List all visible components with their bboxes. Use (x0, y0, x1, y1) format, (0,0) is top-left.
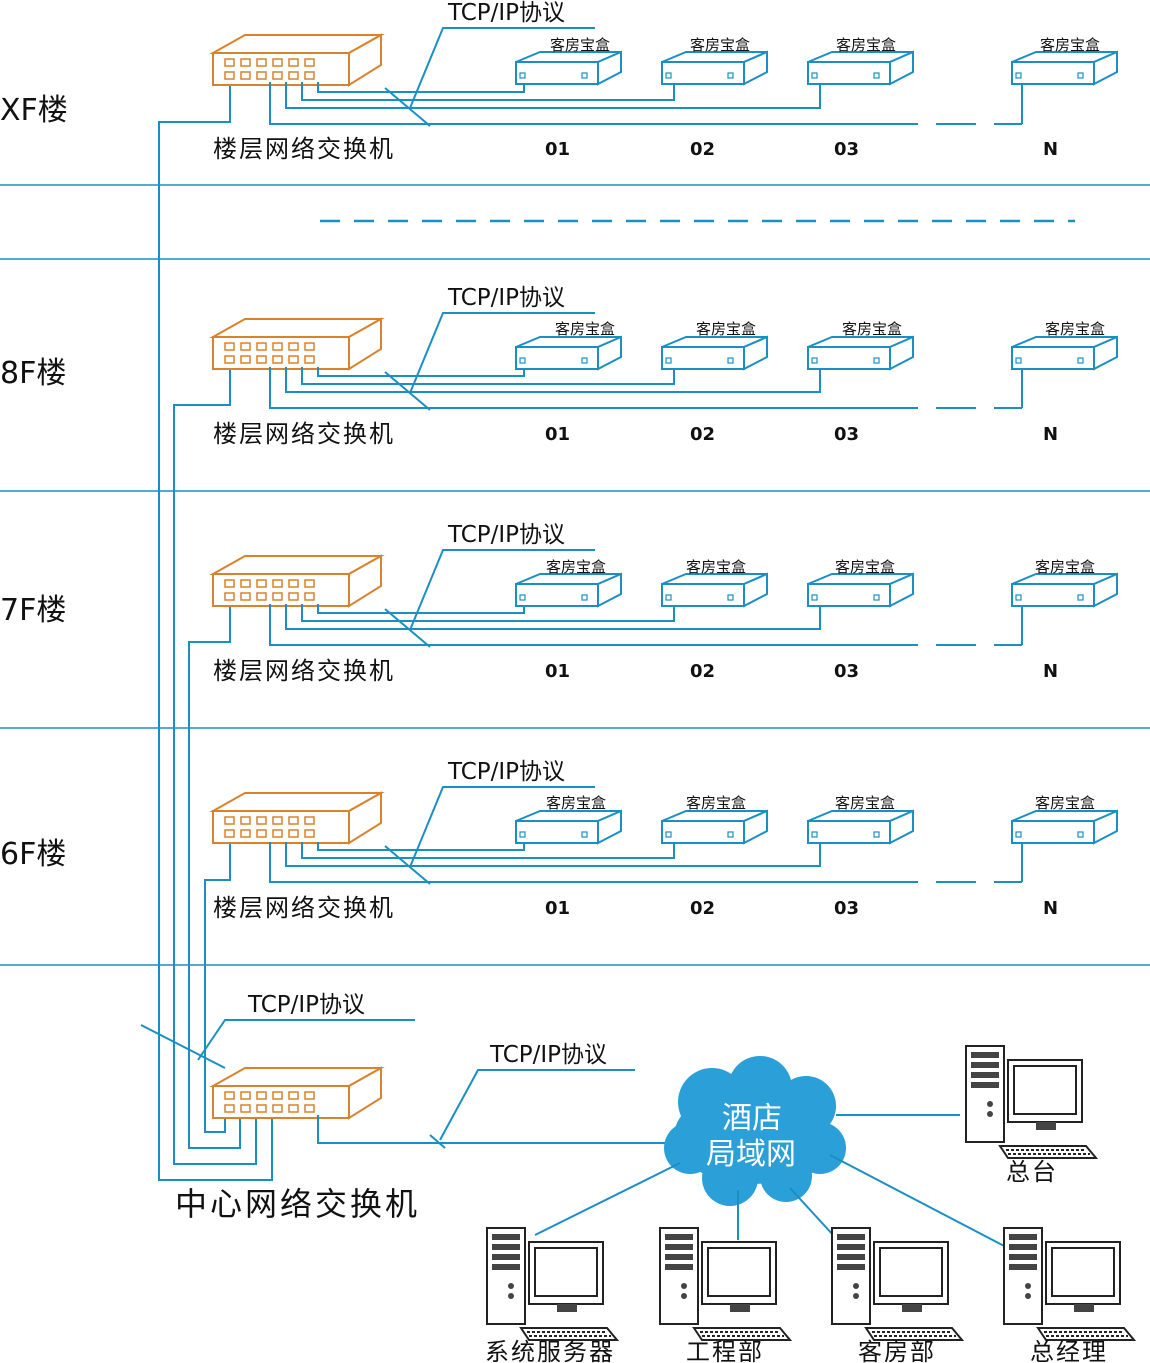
room-box-label: 客房宝盒 (1045, 320, 1105, 338)
room-box-label: 客房宝盒 (546, 794, 606, 812)
room-box-label: 客房宝盒 (555, 320, 615, 338)
computer-icon (965, 1045, 1097, 1159)
floor-6F: 6F楼 楼层网络交换机 TCP/IP协议 客房宝盒 客房宝盒 客房宝盒 客房宝盒… (0, 759, 1118, 922)
computer-icon (486, 1227, 618, 1341)
room-box-icon (515, 810, 622, 844)
room-box-label: 客房宝盒 (835, 794, 895, 812)
room-box-label: 客房宝盒 (686, 558, 746, 576)
floor-switch-icon (212, 555, 382, 607)
floor-switch-icon (212, 34, 382, 86)
computer-icon (831, 1227, 963, 1341)
room-number: N (1043, 661, 1058, 682)
room-box-label: 客房宝盒 (1035, 794, 1095, 812)
room-number: 02 (690, 898, 715, 919)
protocol-label: TCP/IP协议 (447, 522, 565, 548)
floor-label: 7F楼 (0, 593, 66, 628)
protocol-label: TCP/IP协议 (447, 285, 565, 311)
floor-label: 8F楼 (0, 356, 66, 391)
room-box-icon (1011, 51, 1118, 85)
floor-switch-icon (212, 792, 382, 844)
terminal-server: 系统服务器 (485, 1227, 618, 1363)
floor-switch-icon (212, 318, 382, 370)
room-number: 03 (834, 661, 859, 682)
room-number: 02 (690, 139, 715, 160)
room-box-icon (807, 51, 914, 85)
room-number: N (1043, 898, 1058, 919)
terminal-label: 总经理 (1030, 1338, 1108, 1363)
room-box-icon (661, 573, 768, 607)
room-box-icon (661, 51, 768, 85)
floor-8F: 8F楼 楼层网络交换机 TCP/IP协议 客房宝盒 客房宝盒 客房宝盒 客房宝盒… (0, 285, 1118, 448)
room-box-label: 客房宝盒 (1035, 558, 1095, 576)
room-box-icon (661, 810, 768, 844)
room-box-icon (515, 573, 622, 607)
room-number: 01 (545, 424, 570, 445)
room-number: 01 (545, 661, 570, 682)
room-box-icon (1011, 810, 1118, 844)
room-box-icon (515, 336, 622, 370)
terminal-label: 系统服务器 (485, 1338, 615, 1363)
room-box-label: 客房宝盒 (842, 320, 902, 338)
floor-switch-label: 楼层网络交换机 (213, 420, 395, 448)
floor-label: 6F楼 (0, 837, 66, 872)
floor-label: XF楼 (0, 93, 68, 128)
room-number: 01 (545, 139, 570, 160)
center-switch-icon (212, 1067, 382, 1119)
protocol-label: TCP/IP协议 (447, 0, 565, 26)
cloud-icon (664, 1056, 846, 1206)
room-number: 02 (690, 424, 715, 445)
center-section: TCP/IP协议 中心网络交换机 TCP/IP协议 (175, 992, 680, 1223)
terminal-label: 工程部 (686, 1338, 764, 1363)
room-number: 03 (834, 424, 859, 445)
terminal-engineering: 工程部 (659, 1227, 791, 1363)
room-number: 02 (690, 661, 715, 682)
lan-label-line2: 局域网 (706, 1137, 796, 1172)
room-number: 01 (545, 898, 570, 919)
room-box-icon (807, 573, 914, 607)
lan-cloud: 酒店 局域网 (664, 1056, 846, 1206)
room-box-icon (1011, 336, 1118, 370)
riser-cables (140, 80, 273, 1181)
room-box-label: 客房宝盒 (686, 794, 746, 812)
protocol-label: TCP/IP协议 (447, 759, 565, 785)
room-box-icon (515, 51, 622, 85)
room-number: N (1043, 424, 1058, 445)
floor-switch-label: 楼层网络交换机 (213, 135, 395, 163)
terminal-front-desk: 总台 (965, 1045, 1097, 1186)
room-box-label: 客房宝盒 (690, 36, 750, 54)
floor-XF: XF楼 楼层网络交换机 TCP/IP协议 客房宝盒 客房宝盒 客房宝盒 客房宝盒… (0, 0, 1118, 163)
room-number: N (1043, 139, 1058, 160)
floor-7F: 7F楼 楼层网络交换机 TCP/IP协议 客房宝盒 客房宝盒 客房宝盒 客房宝盒… (0, 522, 1118, 685)
center-switch-label: 中心网络交换机 (175, 1185, 420, 1223)
lan-protocol-label: TCP/IP协议 (489, 1042, 607, 1068)
center-protocol-label: TCP/IP协议 (247, 992, 365, 1018)
terminal-gm: 总经理 (1003, 1227, 1135, 1363)
room-box-icon (1011, 573, 1118, 607)
room-number: 03 (834, 898, 859, 919)
terminal-label: 总台 (1006, 1158, 1058, 1186)
room-number: 03 (834, 139, 859, 160)
lan-label-line1: 酒店 (722, 1101, 782, 1136)
room-box-icon (661, 336, 768, 370)
room-box-icon (807, 336, 914, 370)
floor-switch-label: 楼层网络交换机 (213, 657, 395, 685)
room-box-label: 客房宝盒 (550, 36, 610, 54)
room-box-icon (807, 810, 914, 844)
terminal-housekeeping: 客房部 (831, 1227, 963, 1363)
room-box-label: 客房宝盒 (1040, 36, 1100, 54)
room-box-label: 客房宝盒 (835, 558, 895, 576)
room-box-label: 客房宝盒 (836, 36, 896, 54)
terminal-label: 客房部 (858, 1338, 936, 1363)
room-box-label: 客房宝盒 (696, 320, 756, 338)
computer-icon (1003, 1227, 1135, 1341)
computer-icon (659, 1227, 791, 1341)
room-box-label: 客房宝盒 (546, 558, 606, 576)
floor-switch-label: 楼层网络交换机 (213, 894, 395, 922)
